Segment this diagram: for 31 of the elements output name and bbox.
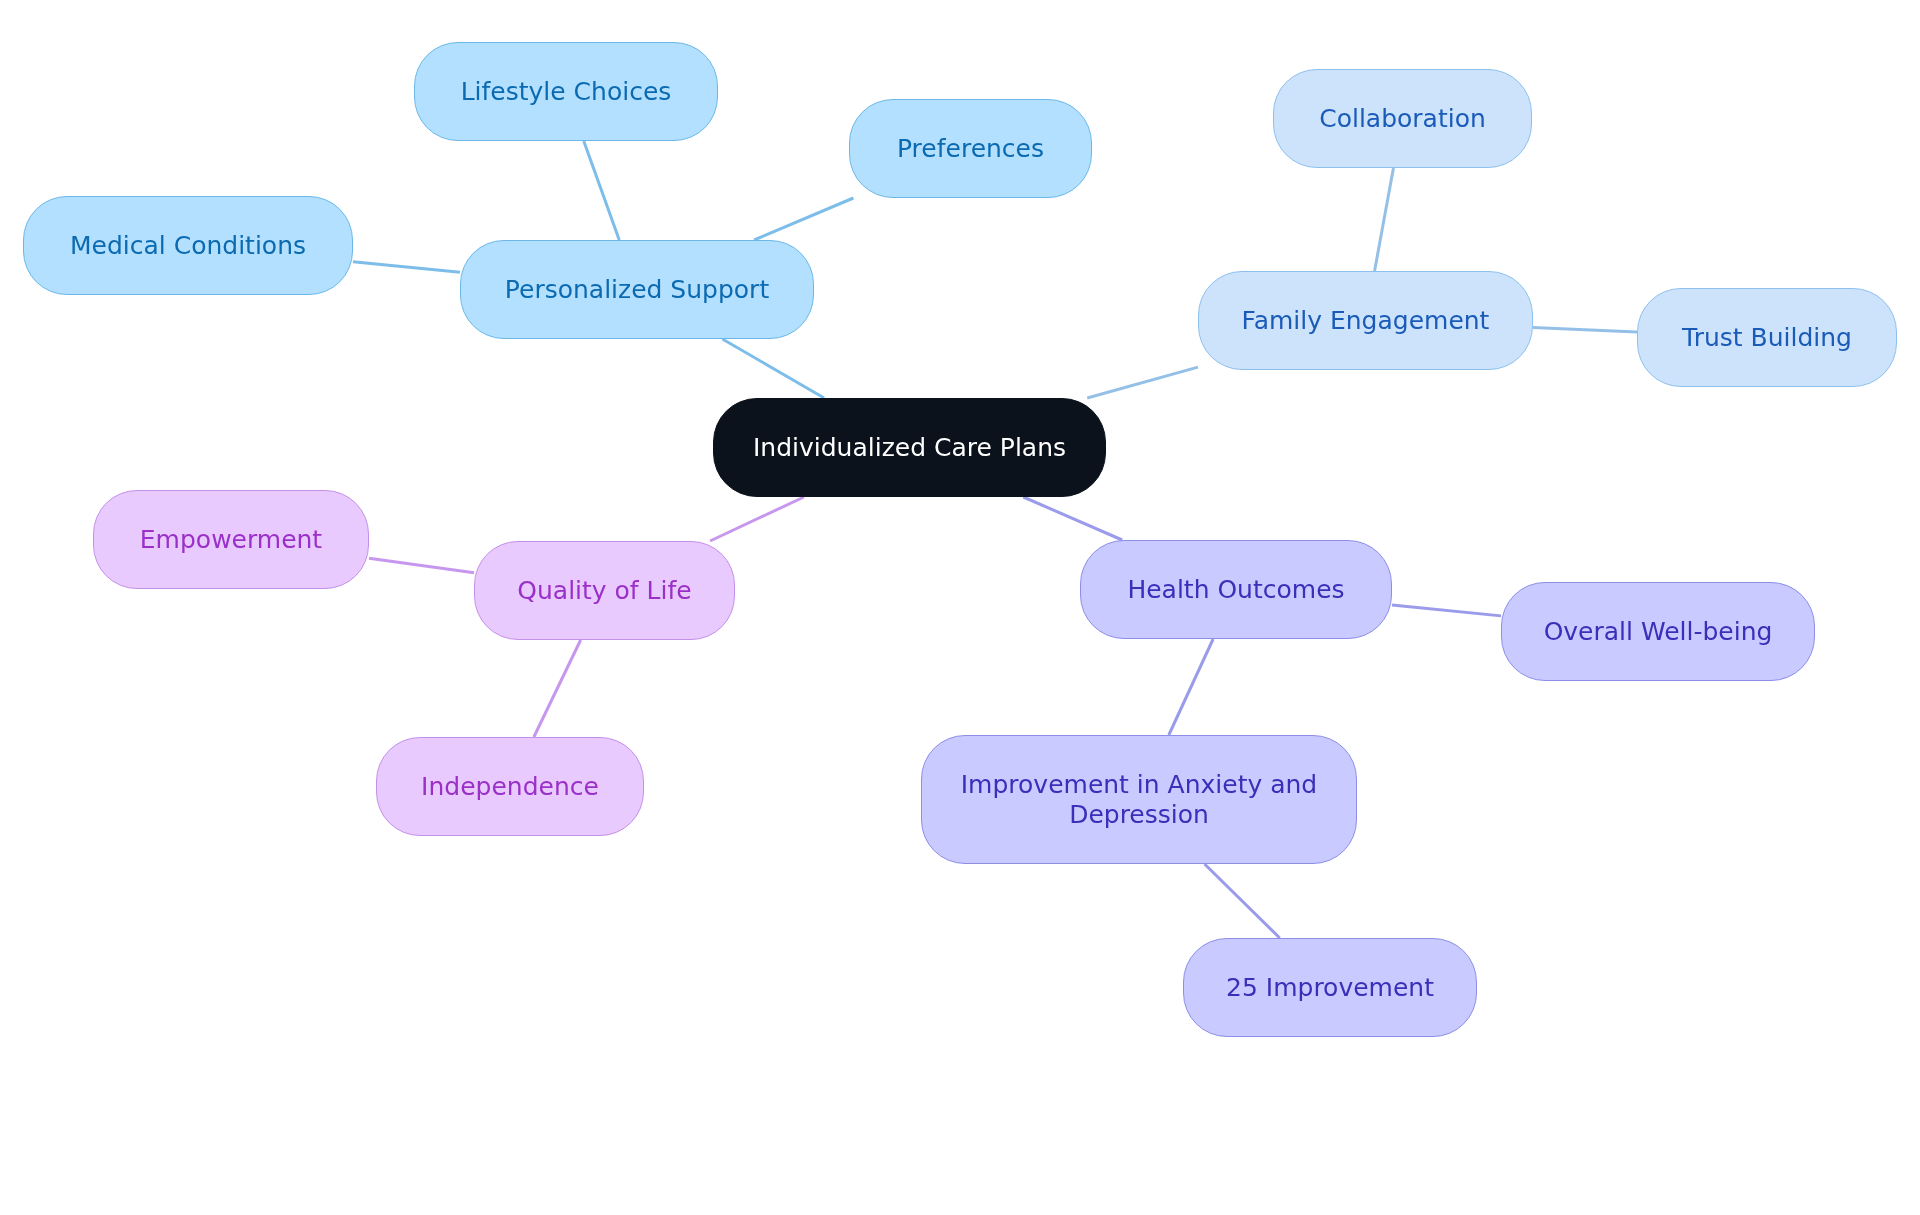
topic-label: Individualized Care Plans [752,432,1067,463]
topic-label: Lifestyle Choices [460,76,672,107]
topic-label: Health Outcomes [1127,574,1345,605]
connector-line [1532,326,1638,334]
connector-line [1167,638,1215,736]
topic-label: Overall Well-being [1543,616,1773,647]
topic-label: Family Engagement [1241,305,1490,336]
topic-label: Preferences [896,133,1044,164]
topic-label: Empowerment [139,524,323,555]
topic-label: Quality of Life [517,575,692,606]
topic-label: Collaboration [1319,103,1486,134]
topic-label: Independence [421,771,599,802]
topic-label: Improvement in Anxiety and Depression [959,769,1319,830]
connector-line [582,140,621,241]
connector-line [352,260,461,274]
connector-line [721,337,825,400]
connector-line [368,556,475,575]
topic-box [921,735,1357,864]
topic-label: Trust Building [1682,322,1852,353]
topic-label: Medical Conditions [69,230,307,261]
connector-line [532,639,582,738]
topic-box [1198,271,1533,370]
topic-label: Personalized Support [504,274,770,305]
topic-label: 25 Improvement [1226,972,1434,1003]
connector-line [1391,603,1502,618]
connector-line [1086,365,1199,400]
connector-line [1022,495,1123,542]
connector-line [1203,862,1281,940]
connector-line [753,196,854,242]
connector-line [1373,167,1395,272]
connector-line [709,495,805,543]
